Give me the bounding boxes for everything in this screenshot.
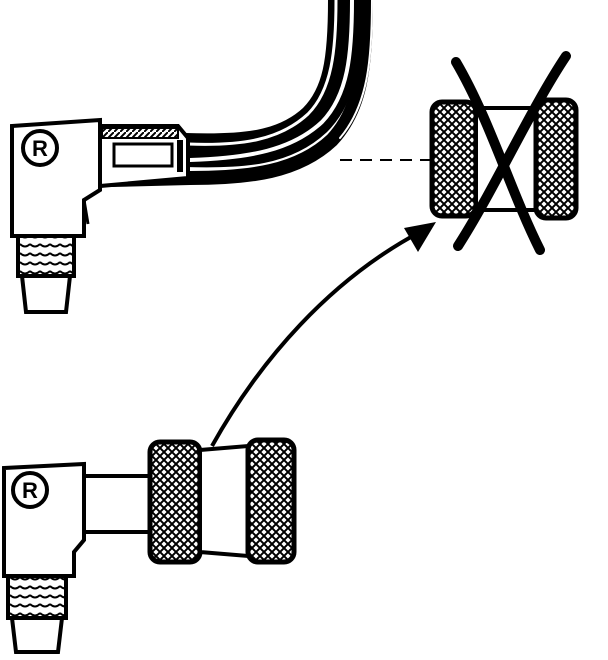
bottom-elbow-assembly: R (2, 437, 297, 654)
hose-ferrule (98, 124, 190, 189)
r-marking-top: R (32, 136, 48, 161)
coupler-right-nut (245, 437, 297, 565)
crossed-coupler-right-nut (533, 97, 579, 221)
x-mark (451, 51, 571, 255)
thread-bottom (6, 574, 68, 620)
r-marking-bottom: R (22, 478, 38, 503)
elbow-fitting-bottom: R (2, 461, 86, 654)
curved-arrow (210, 222, 436, 447)
top-hose-assembly: R (10, 0, 373, 314)
stem-tube (82, 474, 158, 534)
elbow-fitting-top: R (10, 117, 102, 314)
thread-top (16, 234, 76, 278)
r-badge-top (21, 129, 59, 167)
coupler-body (198, 443, 250, 559)
r-badge-bottom (11, 471, 49, 509)
flare-top (19, 274, 73, 314)
crossed-coupler-left-nut (429, 99, 479, 219)
hose (93, 0, 373, 187)
coupler-left-nut (147, 439, 203, 565)
flare-bottom (9, 616, 65, 654)
crossed-out-coupler (429, 51, 579, 255)
